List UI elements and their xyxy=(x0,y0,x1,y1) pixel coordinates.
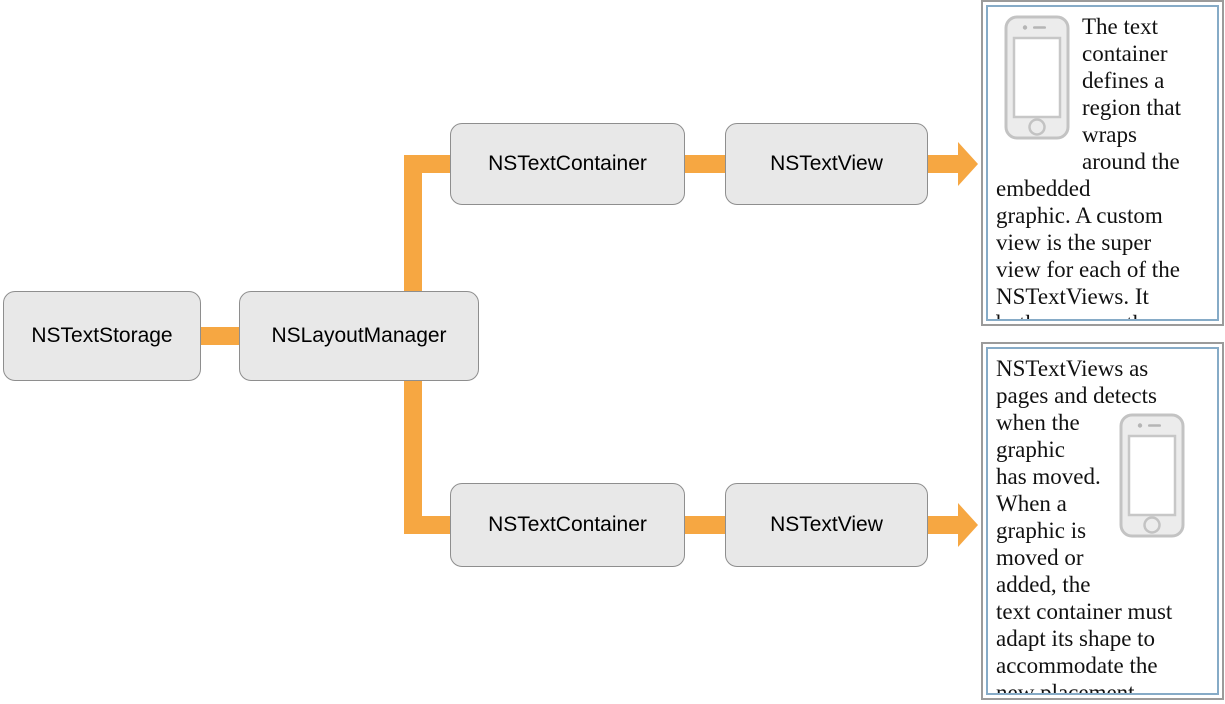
panel-text-line: graphic. A custom xyxy=(996,203,1163,228)
panel-text-line: view for each of the xyxy=(996,257,1180,282)
panel-text-line: accommodate the xyxy=(996,653,1158,678)
panel-text-line: When a xyxy=(996,491,1067,516)
node-label: NSLayoutManager xyxy=(271,324,447,347)
connector-container-to-view-top xyxy=(680,155,730,173)
panel-text-line: graphic is xyxy=(996,518,1087,543)
panel-text-line: moved or added, the xyxy=(996,545,1091,597)
panel-text-line: NSTextViews as xyxy=(996,356,1149,381)
iphone-icon xyxy=(1004,15,1070,146)
node-nstextview-bottom: NSTextView xyxy=(725,483,928,567)
panel-text-line: wraps xyxy=(1082,122,1137,147)
connector-elbow-bottom xyxy=(404,516,454,534)
panel-text-line: new placement. xyxy=(996,680,1141,695)
arrow-head-icon xyxy=(958,142,978,186)
connector-view-to-panel-bottom xyxy=(928,516,958,534)
float-spacer xyxy=(1208,355,1209,411)
node-label: NSTextStorage xyxy=(31,324,173,347)
iphone-icon xyxy=(1119,413,1185,544)
arrow-head-icon xyxy=(958,503,978,547)
panel-text-line: pages and detects xyxy=(996,383,1157,408)
panel-text-line: adapt its shape to xyxy=(996,626,1156,651)
node-nstextstorage: NSTextStorage xyxy=(3,291,201,381)
panel-text-line: has moved. xyxy=(996,464,1101,489)
connector-view-to-panel-top xyxy=(928,155,958,173)
node-label: NSTextContainer xyxy=(488,513,647,536)
panel-text-line: defines a xyxy=(1082,68,1165,93)
panel-text-line: both arranges the xyxy=(996,310,1209,319)
panel-text-line: view is the super xyxy=(996,230,1152,255)
node-nslayoutmanager: NSLayoutManager xyxy=(239,291,479,381)
connector-container-to-view-bottom xyxy=(680,516,730,534)
panel-text-line: graphic xyxy=(996,437,1065,462)
node-nstextview-top: NSTextView xyxy=(725,123,928,205)
node-label: NSTextView xyxy=(770,513,883,536)
node-label: NSTextView xyxy=(770,152,883,175)
panel-text-line: region that xyxy=(1082,95,1181,120)
node-nstextcontainer-top: NSTextContainer xyxy=(450,123,685,205)
panel-text-line: around the embedded xyxy=(996,149,1180,201)
panel-text-line: when the xyxy=(996,410,1080,435)
connector-elbow-top xyxy=(404,155,454,173)
panel-text-line: The text xyxy=(1082,14,1158,39)
connector-storage-to-manager xyxy=(195,327,245,345)
panel-text-line: NSTextViews. It xyxy=(996,284,1149,309)
panel-text-line: container xyxy=(1082,41,1168,66)
panel-text-line: text container must xyxy=(996,599,1173,624)
node-nstextcontainer-bottom: NSTextContainer xyxy=(450,483,685,567)
node-label: NSTextContainer xyxy=(488,152,647,175)
